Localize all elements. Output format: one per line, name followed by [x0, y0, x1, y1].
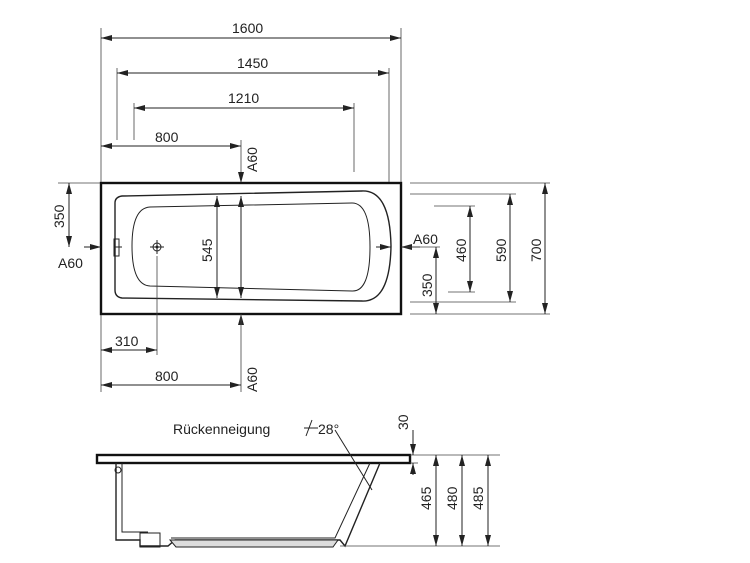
dim-310-label: 310 [115, 333, 139, 349]
dim-700-label: 700 [528, 238, 544, 262]
dim-1210: 1210 [134, 90, 354, 111]
dim-545: 545 [199, 196, 220, 298]
tub-outer-rim [99, 181, 403, 316]
dim-350-left: 350 [51, 182, 100, 247]
section-rim [95, 453, 412, 465]
dim-350-right: 350 [419, 247, 439, 314]
dim-465: 465 [418, 455, 439, 546]
tub-inner-contour [114, 190, 392, 302]
tub-basin-floor [131, 202, 371, 292]
dim-590: 590 [493, 194, 513, 302]
dim-350-left-label: 350 [51, 204, 67, 228]
dim-800-bottom: 800 [101, 368, 241, 388]
dim-485: 485 [470, 455, 491, 546]
dim-1450-label: 1450 [237, 55, 268, 71]
label-a60-left: A60 [58, 255, 83, 271]
dim-460: 460 [453, 206, 473, 292]
label-a60-top: A60 [244, 147, 260, 172]
dim-465-label: 465 [418, 486, 434, 510]
dim-30-label: 30 [395, 414, 411, 430]
dim-310: 310 [100, 256, 158, 392]
label-a60-right: A60 [413, 231, 438, 247]
dim-800-bottom-label: 800 [155, 368, 179, 384]
dim-30: 30 [395, 414, 416, 475]
plan-view: 1600 1450 1210 800 A6 [51, 20, 550, 392]
dim-545-label: 545 [199, 238, 215, 262]
dim-590-label: 590 [493, 238, 509, 262]
dim-480-label: 480 [444, 486, 460, 510]
dim-350-right-label: 350 [419, 273, 435, 297]
dim-485-label: 485 [470, 486, 486, 510]
dim-800-top-label: 800 [155, 129, 179, 145]
dim-800-top: 800 [101, 129, 241, 149]
dim-700: 700 [528, 183, 548, 314]
angle-icon [304, 419, 318, 437]
angle-label: 28° [318, 421, 339, 437]
dim-1450: 1450 [117, 55, 389, 76]
dim-1600: 1600 [101, 20, 401, 41]
label-a60-bottom: A60 [244, 367, 260, 392]
section-view: Rückenneigung 28° 30 465 [95, 414, 500, 548]
dim-480: 480 [444, 455, 465, 546]
dim-460-label: 460 [453, 238, 469, 262]
back-slope-label: Rückenneigung [173, 421, 270, 437]
dim-1600-label: 1600 [232, 20, 263, 36]
section-basin-floor [168, 539, 339, 548]
section-body [115, 462, 381, 548]
dim-1210-label: 1210 [228, 90, 259, 106]
